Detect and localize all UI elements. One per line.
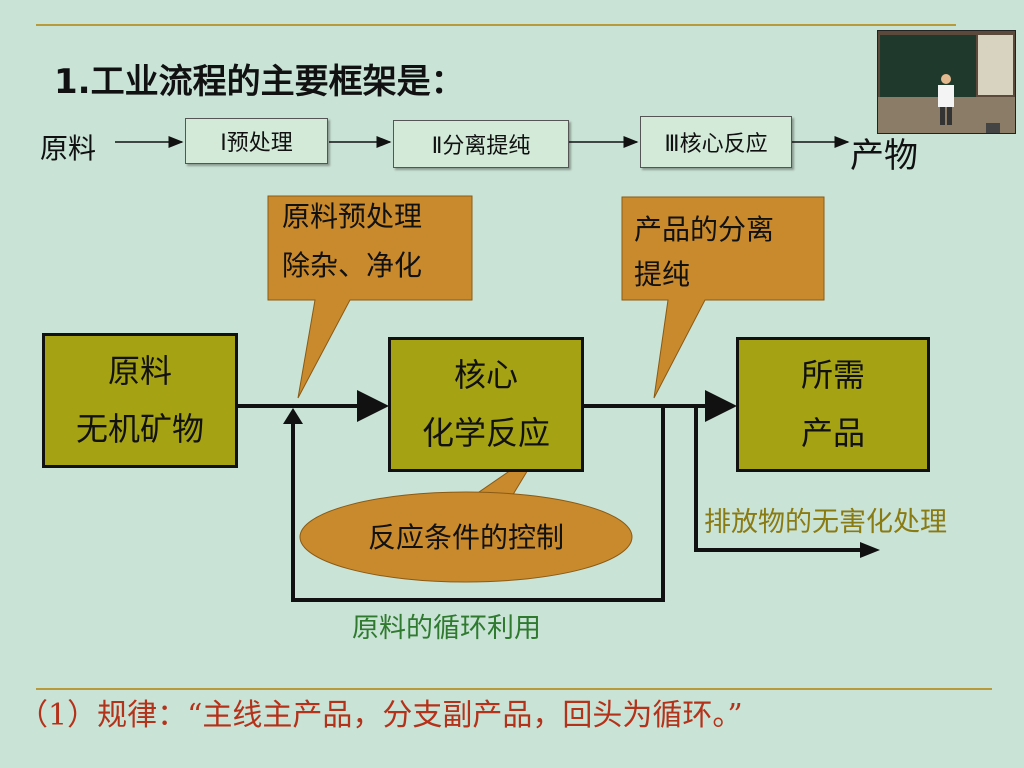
top-divider — [36, 24, 956, 26]
video-thumbnail[interactable] — [877, 30, 1016, 134]
callout-pretreatment-line2: 除杂、净化 — [282, 249, 423, 282]
core-reaction-box-line2: 化学反应 — [421, 413, 550, 452]
flow-step-pretreatment: Ⅰ预处理 — [185, 118, 328, 164]
product-box-line2: 产品 — [800, 413, 865, 452]
slide-title: 1.工业流程的主要框架是： — [54, 62, 465, 102]
rule-text: （1）规律：“主线主产品，分支副产品，回头为循环。” — [18, 698, 743, 733]
reaction-control-label: 反应条件的控制 — [367, 521, 564, 554]
discharge-label: 排放物的无害化处理 — [704, 507, 947, 538]
classroom-video-image — [878, 31, 1015, 133]
discharge-branch-line — [694, 406, 862, 552]
recycle-label: 原料的循环利用 — [352, 613, 541, 644]
flow-step-separation: Ⅱ分离提纯 — [393, 120, 569, 168]
product-box: 所需 产品 — [736, 337, 930, 472]
callout-pretreatment-line1: 原料预处理 — [282, 200, 423, 233]
callout-separation-line2: 提纯 — [634, 257, 691, 291]
callout-pretreatment-shape — [267, 195, 473, 399]
raw-material-box-line2: 无机矿物 — [75, 409, 204, 448]
flow-step-core-reaction: Ⅲ核心反应 — [640, 116, 792, 168]
raw-material-box-line1: 原料 — [107, 351, 172, 390]
flow-start-label: 原料 — [40, 132, 97, 165]
callout-separation: 产品的分离 提纯 — [634, 208, 774, 298]
callout-separation-line1: 产品的分离 — [634, 213, 775, 246]
recycle-loop-line — [291, 406, 665, 602]
bottom-divider — [36, 688, 992, 690]
discharge-arrowhead — [860, 542, 880, 558]
product-box-line1: 所需 — [800, 355, 865, 394]
callout-pretreatment: 原料预处理 除杂、净化 — [282, 192, 422, 290]
callout-separation-shape — [621, 196, 825, 399]
core-reaction-box: 核心 化学反应 — [388, 337, 584, 472]
recycle-loop-arrowhead — [283, 408, 303, 424]
raw-material-box: 原料 无机矿物 — [42, 333, 238, 468]
core-reaction-box-line1: 核心 — [453, 355, 518, 394]
reaction-control-ellipse — [299, 491, 633, 583]
flow-end-label: 产物 — [850, 136, 918, 176]
